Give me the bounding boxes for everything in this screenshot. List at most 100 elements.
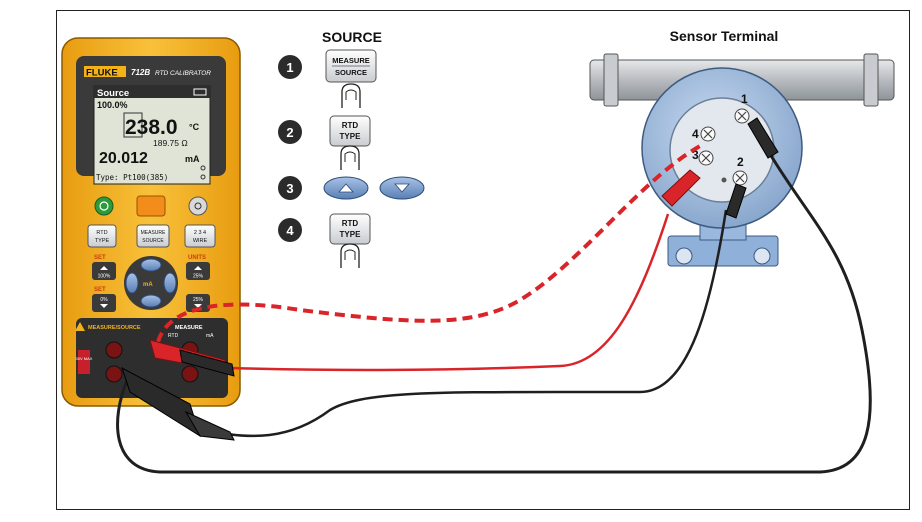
arrow-left-key[interactable] bbox=[125, 272, 139, 294]
step-3-circle bbox=[278, 176, 302, 200]
terminal-label-2: 2 bbox=[737, 155, 744, 169]
power-icon bbox=[99, 201, 109, 211]
set-100-up-icon bbox=[100, 266, 108, 270]
model-label: 712B bbox=[131, 68, 150, 77]
terminal-label-3: 3 bbox=[692, 148, 699, 162]
step-4: 4 RTD TYPE bbox=[278, 213, 371, 268]
arrow-right-key[interactable] bbox=[163, 272, 177, 294]
jack-label-measure: MEASURE bbox=[175, 325, 203, 331]
arrow-pad bbox=[124, 256, 178, 310]
set-label-top: SET bbox=[94, 255, 106, 261]
rtd-type-key[interactable] bbox=[87, 224, 117, 248]
wire-key-line2: WIRE bbox=[193, 238, 208, 244]
jack-measure-2[interactable] bbox=[181, 365, 199, 383]
red-probe-plug bbox=[149, 339, 235, 377]
black-lead-terminal-2 bbox=[204, 209, 728, 438]
lcd-current-unit: mA bbox=[185, 154, 200, 164]
fingernail-2-icon bbox=[344, 151, 356, 162]
red-dashed-lead-terminal-4 bbox=[156, 144, 701, 343]
measure-source-key-line1: MEASURE bbox=[141, 230, 166, 236]
red-lead-terminal-3 bbox=[229, 213, 670, 372]
rtd-type-step4-line1: RTD bbox=[342, 219, 359, 228]
lcd-indicator-2 bbox=[200, 174, 206, 180]
jack-label-ma: mA bbox=[206, 333, 214, 339]
rtd-type-key-line1: RTD bbox=[96, 230, 107, 236]
set-0-key[interactable] bbox=[92, 294, 116, 312]
fingernail-1-icon bbox=[345, 89, 357, 100]
rtd-type-step4-line2: TYPE bbox=[340, 230, 362, 239]
pressing-finger-4-icon bbox=[340, 243, 360, 268]
lcd-mode: Source bbox=[97, 88, 129, 99]
terminal-screw-3 bbox=[698, 150, 714, 166]
lcd-temp-unit: °C bbox=[189, 122, 200, 132]
power-button[interactable] bbox=[94, 196, 114, 216]
diagram-frame bbox=[56, 10, 910, 510]
backlight-icon bbox=[194, 202, 202, 210]
up-arrow-icon bbox=[338, 183, 354, 193]
set-0-down-icon bbox=[100, 304, 108, 308]
voltage-warning-badge bbox=[78, 350, 90, 374]
black-lead-terminal-1 bbox=[116, 153, 872, 474]
brand-label: FLUKE bbox=[86, 68, 118, 79]
pipe-flange-right bbox=[863, 53, 879, 107]
set-label-bottom: SET bbox=[94, 287, 106, 293]
jack-source-1[interactable] bbox=[105, 341, 123, 359]
pressing-finger-1-icon bbox=[341, 83, 361, 108]
step-1: 1 MEASURE SOURCE bbox=[278, 49, 377, 108]
terminal-screw-4 bbox=[700, 126, 716, 142]
arrow-down-key[interactable] bbox=[140, 294, 162, 308]
bracket-bolt-left bbox=[675, 247, 693, 265]
jack-label-measure-source: MEASURE/SOURCE bbox=[88, 325, 141, 331]
terminal-label-4: 4 bbox=[692, 127, 699, 141]
measure-source-step-line1: MEASURE bbox=[332, 56, 370, 65]
backlight-button[interactable] bbox=[188, 196, 208, 216]
units-up-icon bbox=[194, 266, 202, 270]
brand-badge bbox=[84, 66, 126, 77]
rtd-type-step2-line1: RTD bbox=[342, 121, 359, 130]
wire-key-line1: 2 3 4 bbox=[194, 230, 206, 236]
set-100-key[interactable] bbox=[92, 262, 116, 280]
black-probe-tip-terminal-1 bbox=[747, 117, 779, 159]
lcd-percent: 100.0% bbox=[97, 100, 128, 110]
step-3: 3 bbox=[278, 176, 425, 200]
step-3-number: 3 bbox=[286, 181, 293, 196]
lcd-current: 20.012 bbox=[99, 150, 148, 167]
step-4-circle bbox=[278, 218, 302, 242]
black-probe-plug bbox=[121, 366, 235, 441]
measure-source-key-line2: SOURCE bbox=[142, 238, 164, 244]
terminal-ground-dot bbox=[721, 177, 727, 183]
black-plug-boot bbox=[184, 410, 235, 441]
black-probe-tip-terminal-2 bbox=[725, 183, 747, 219]
sensor-terminal: 1 2 3 4 bbox=[589, 53, 895, 267]
measure-source-step-line2: SOURCE bbox=[335, 68, 367, 77]
red-probe-tip-terminal-3 bbox=[661, 169, 701, 207]
source-title: SOURCE bbox=[322, 29, 382, 45]
hold-button[interactable] bbox=[136, 195, 166, 217]
step-2-circle bbox=[278, 120, 302, 144]
terminal-screw-2 bbox=[732, 170, 748, 186]
bracket-bolt-right bbox=[753, 247, 771, 265]
rtd-type-key-line2: TYPE bbox=[95, 238, 110, 244]
step-2-number: 2 bbox=[286, 125, 293, 140]
units-25-down-key[interactable] bbox=[186, 294, 210, 312]
fingernail-4-icon bbox=[344, 249, 356, 260]
sensor-terminal-title: Sensor Terminal bbox=[670, 28, 779, 44]
lcd-type: Type: Pt100(385) bbox=[96, 173, 168, 182]
ma-label: mA bbox=[143, 282, 153, 288]
jack-source-2[interactable] bbox=[105, 365, 123, 383]
warning-icon bbox=[75, 322, 85, 331]
jack-label-rtd: RTD bbox=[168, 333, 179, 339]
units-label: UNITS bbox=[188, 255, 206, 261]
lcd-header-bar bbox=[94, 86, 210, 98]
wire-key[interactable] bbox=[184, 224, 216, 248]
set-0-label: 0% bbox=[100, 297, 108, 303]
battery-icon bbox=[193, 88, 207, 96]
terminal-screw-1 bbox=[734, 108, 750, 124]
measure-source-key[interactable] bbox=[136, 224, 170, 248]
arrow-up-key[interactable] bbox=[140, 258, 162, 272]
pressing-finger-2-icon bbox=[340, 145, 360, 170]
step-1-number: 1 bbox=[286, 60, 293, 75]
units-25-up-key[interactable] bbox=[186, 262, 210, 280]
